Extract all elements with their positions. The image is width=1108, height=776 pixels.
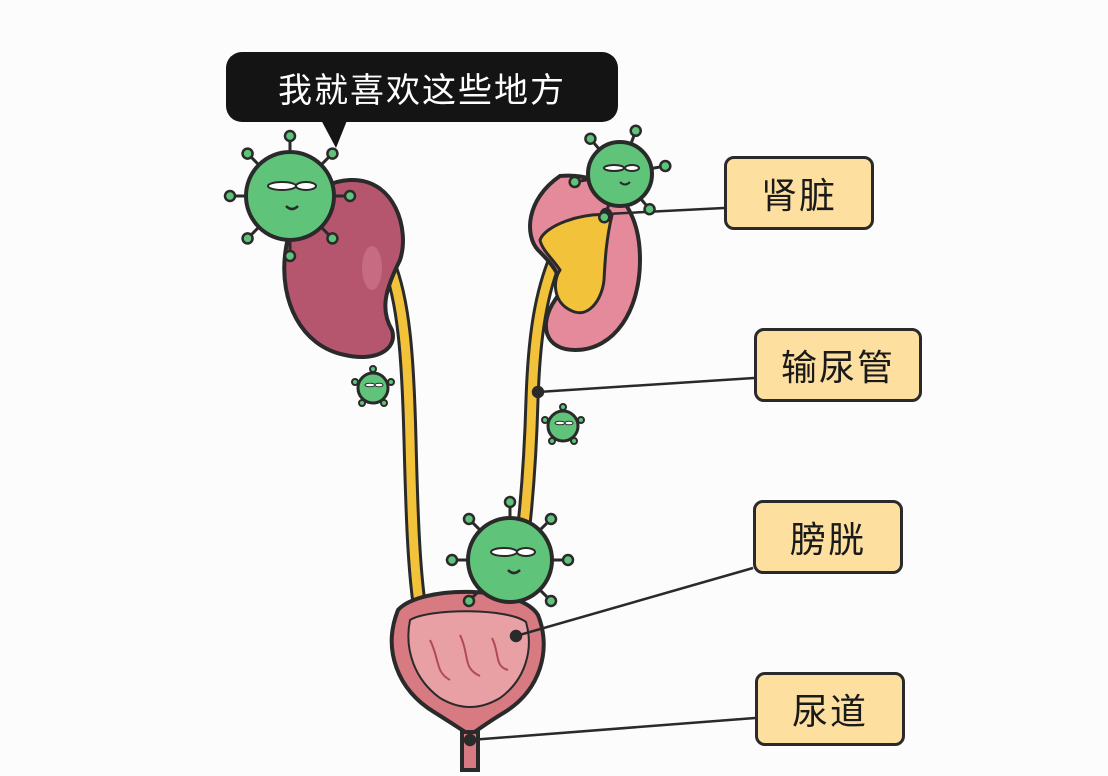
label-ureter: 输尿管 [754,328,922,402]
label-bladder: 膀胱 [753,500,903,574]
label-urethra: 尿道 [755,672,905,746]
label-kidney: 肾脏 [724,156,874,230]
speech-bubble-tail [320,118,348,148]
speech-bubble: 我就喜欢这些地方 [226,52,618,122]
virus-icon [567,122,673,226]
virus-icon [223,129,357,263]
leader-lines [463,206,756,747]
virus-icon [351,365,395,407]
virus-icon [445,495,575,610]
virus-icon [541,403,585,445]
